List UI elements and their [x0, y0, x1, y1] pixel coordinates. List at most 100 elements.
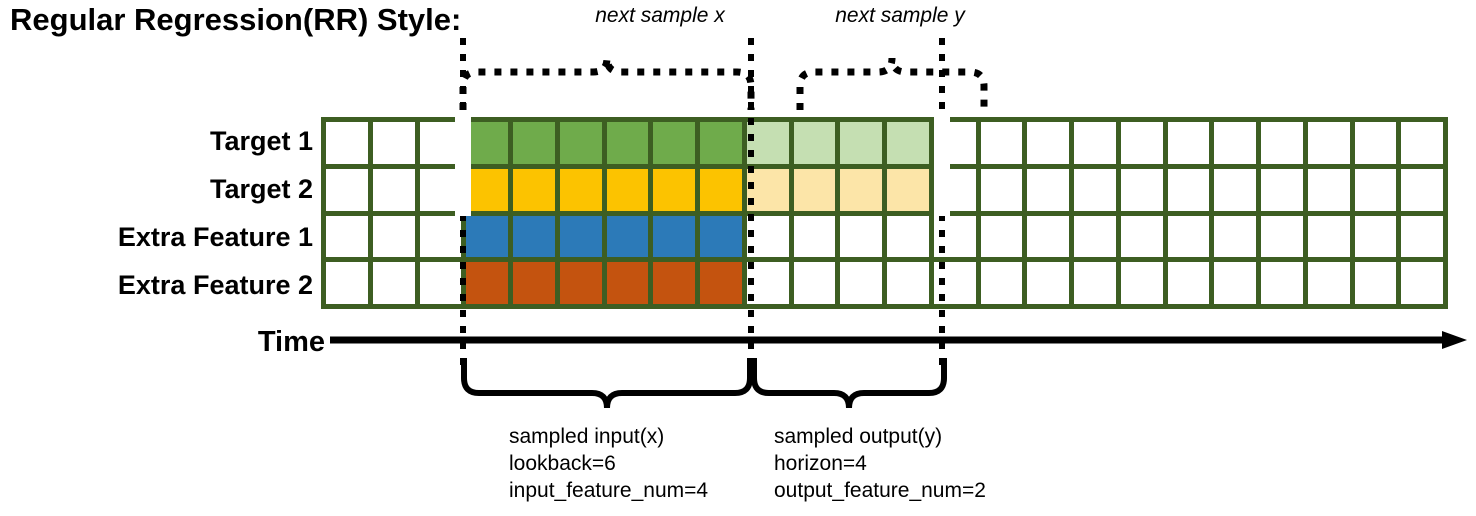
time-axis-label: Time [257, 326, 325, 358]
annotation-next-sample-x: next sample x [595, 4, 725, 27]
grid-cell-r3-c12 [887, 262, 929, 304]
grid-cell-r1-c23 [1401, 168, 1443, 211]
grid-cell-r1-c4 [513, 168, 555, 211]
grid-cell-r0-c8 [700, 122, 742, 164]
grid-cell-r3-c17 [1120, 262, 1163, 304]
grid-cell-r3-c10 [793, 262, 836, 304]
timeline-grid [321, 117, 1448, 309]
grid-cell-r2-c3 [466, 215, 508, 258]
grid-cell-r3-c23 [1401, 262, 1443, 304]
grid-cell-r2-c2 [419, 215, 462, 258]
grid-cell-r3-c3 [466, 262, 508, 304]
grid-cell-r1-c14 [980, 168, 1023, 211]
grid-cell-r2-c21 [1307, 215, 1350, 258]
grid-cell-r3-c8 [700, 262, 742, 304]
grid-cell-r2-c10 [793, 215, 836, 258]
annotation-sampled-input: sampled input(x) lookback=6 input_featur… [509, 423, 708, 504]
grid-cell-r0-c14 [980, 122, 1023, 164]
grid-cell-r2-c18 [1167, 215, 1210, 258]
grid-cell-r2-c17 [1120, 215, 1163, 258]
dotted-brace-next-sample-x [459, 57, 755, 110]
grid-cell-r2-c15 [1027, 215, 1069, 258]
grid-cell-r0-c22 [1354, 122, 1397, 164]
grid-cell-r1-c21 [1307, 168, 1350, 211]
grid-cell-r0-c1 [372, 122, 415, 164]
grid-cell-r0-c21 [1307, 122, 1350, 164]
grid-cell-r3-c21 [1307, 262, 1350, 304]
grid-cell-r2-c0 [326, 215, 368, 258]
grid-cell-r0-c0 [326, 122, 368, 164]
grid-cell-r3-c16 [1074, 262, 1116, 304]
grid-cell-r2-c12 [887, 215, 929, 258]
grid-cell-r1-c20 [1261, 168, 1303, 211]
grid-cell-r2-c5 [559, 215, 602, 258]
grid-cell-r3-c5 [559, 262, 602, 304]
grid-cell-r1-c1 [372, 168, 415, 211]
row-label-target-1: Target 1 [209, 126, 313, 156]
grid-cell-r1-c5 [559, 168, 602, 211]
grid-cell-r3-c22 [1354, 262, 1397, 304]
grid-cell-r0-c15 [1027, 122, 1069, 164]
grid-cell-r2-c20 [1261, 215, 1303, 258]
grid-cell-r2-c19 [1214, 215, 1256, 258]
grid-cell-r2-c9 [746, 215, 789, 258]
grid-cell-r1-c8 [700, 168, 742, 211]
grid-cell-r1-c2 [419, 168, 462, 211]
grid-cell-r2-c14 [980, 215, 1023, 258]
annotation-sampled-output-line-2: horizon=4 [774, 452, 867, 475]
grid-cell-r3-c18 [1167, 262, 1210, 304]
grid-cell-r1-c13 [933, 168, 976, 211]
grid-cell-r0-c13 [933, 122, 976, 164]
annotation-sampled-output-line-1: sampled output(y) [774, 425, 943, 448]
grid-cell-r2-c1 [372, 215, 415, 258]
page-title: Regular Regression(RR) Style: [10, 2, 462, 37]
grid-cell-r0-c18 [1167, 122, 1210, 164]
grid-cell-r0-c5 [559, 122, 602, 164]
brace-sampled-output [751, 358, 947, 409]
grid-cell-r0-c11 [840, 122, 882, 164]
grid-cell-r1-c7 [653, 168, 695, 211]
grid-cell-r2-c8 [700, 215, 742, 258]
grid-cell-r1-c10 [793, 168, 836, 211]
grid-cell-r1-c19 [1214, 168, 1256, 211]
grid-cell-r3-c6 [606, 262, 649, 304]
grid-cell-r2-c23 [1401, 215, 1443, 258]
annotation-sampled-output-line-3: output_feature_num=2 [774, 479, 986, 502]
brace-sampled-input [461, 358, 753, 409]
grid-cell-r0-c3 [466, 122, 508, 164]
grid-cell-r1-c16 [1074, 168, 1116, 211]
time-axis-arrow [330, 331, 1467, 349]
row-label-extra-feature-1: Extra Feature 1 [117, 222, 313, 252]
grid-cell-r0-c20 [1261, 122, 1303, 164]
grid-cell-r1-c0 [326, 168, 368, 211]
grid-cell-r3-c15 [1027, 262, 1069, 304]
annotation-sampled-input-line-3: input_feature_num=4 [509, 479, 709, 502]
grid-cell-r3-c0 [326, 262, 368, 304]
grid-cell-r1-c6 [606, 168, 649, 211]
grid-cell-r1-c18 [1167, 168, 1210, 211]
grid-cell-r0-c12 [887, 122, 929, 164]
grid-cell-r1-c22 [1354, 168, 1397, 211]
grid-cell-r1-c9 [746, 168, 789, 211]
grid-cell-r3-c1 [372, 262, 415, 304]
grid-cell-r2-c6 [606, 215, 649, 258]
grid-cell-r0-c9 [746, 122, 789, 164]
grid-cell-r3-c11 [840, 262, 882, 304]
grid-cell-r3-c20 [1261, 262, 1303, 304]
annotation-sampled-output: sampled output(y) horizon=4 output_featu… [774, 423, 986, 504]
grid-cell-r3-c7 [653, 262, 695, 304]
grid-cell-r2-c4 [513, 215, 555, 258]
grid-cell-r3-c13 [933, 262, 976, 304]
grid-cell-r0-c19 [1214, 122, 1256, 164]
grid-cell-r2-c13 [933, 215, 976, 258]
row-label-extra-feature-2: Extra Feature 2 [117, 270, 313, 300]
grid-cell-r0-c10 [793, 122, 836, 164]
grid-cell-r0-c7 [653, 122, 695, 164]
grid-cell-r3-c9 [746, 262, 789, 304]
annotation-next-sample-y: next sample y [835, 4, 965, 27]
grid-cell-r3-c14 [980, 262, 1023, 304]
grid-cell-r1-c15 [1027, 168, 1069, 211]
grid-cell-r1-c11 [840, 168, 882, 211]
row-label-target-2: Target 2 [209, 174, 313, 204]
